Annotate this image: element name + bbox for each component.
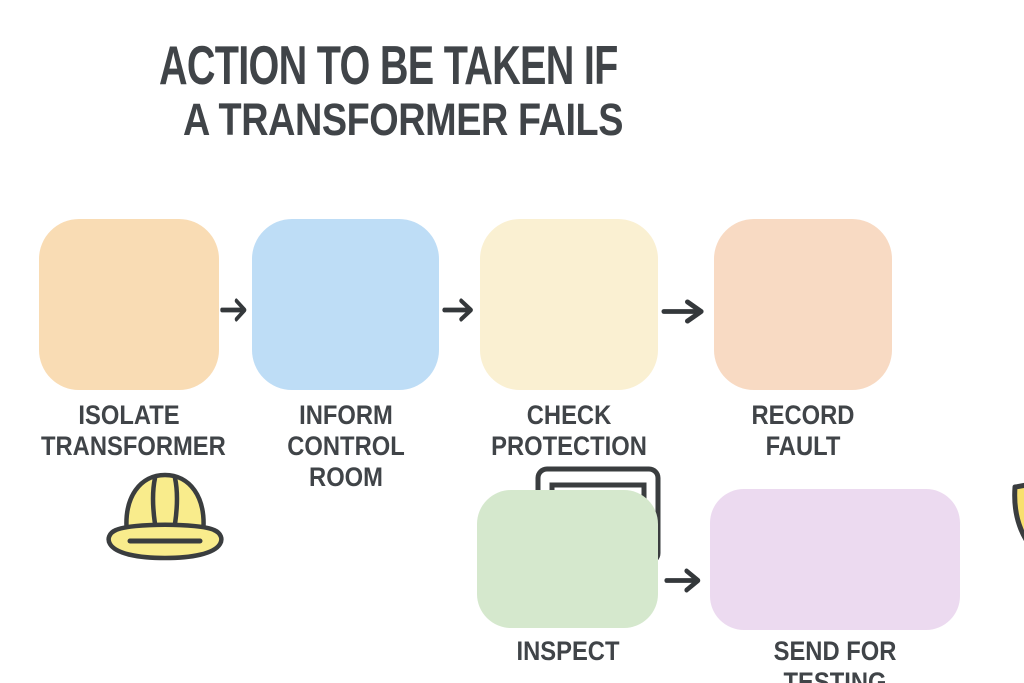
arrow-right-icon — [661, 298, 708, 325]
page-title: ACTION TO BE TAKEN IF A TRANSFORMER FAIL… — [75, 36, 675, 146]
arrow-right-icon — [220, 297, 249, 323]
step-tile-isolate-transformer — [39, 219, 224, 561]
step-label-record-fault: RECORD FAULT — [751, 400, 855, 461]
step-tile-inspect — [477, 490, 658, 628]
step-label-check-protection: CHECK PROTECTION — [491, 400, 647, 461]
page-title-line-2: A TRANSFORMER FAILS — [182, 94, 624, 145]
step-tile-inform-control-room — [252, 219, 661, 587]
shield-check-icon — [1012, 482, 1024, 541]
step-label-inspect: INSPECT — [516, 636, 620, 666]
page-title-line-1: ACTION TO BE TAKEN IF — [158, 34, 618, 96]
arrow-right-icon — [442, 297, 476, 323]
step-tile-check-protection — [480, 219, 1024, 541]
hard-hat-icon — [106, 472, 224, 561]
step-label-inform-control-room: INFORM CONTROL ROOM — [287, 400, 405, 492]
step-label-send-for-testing: SEND FOR TESTING — [773, 636, 897, 683]
step-tile-send-for-testing — [710, 489, 960, 630]
step-tile-record-fault — [714, 219, 892, 390]
arrow-right-icon — [664, 567, 704, 594]
step-label-isolate-transformer: ISOLATE TRANSFORMER — [41, 400, 226, 461]
